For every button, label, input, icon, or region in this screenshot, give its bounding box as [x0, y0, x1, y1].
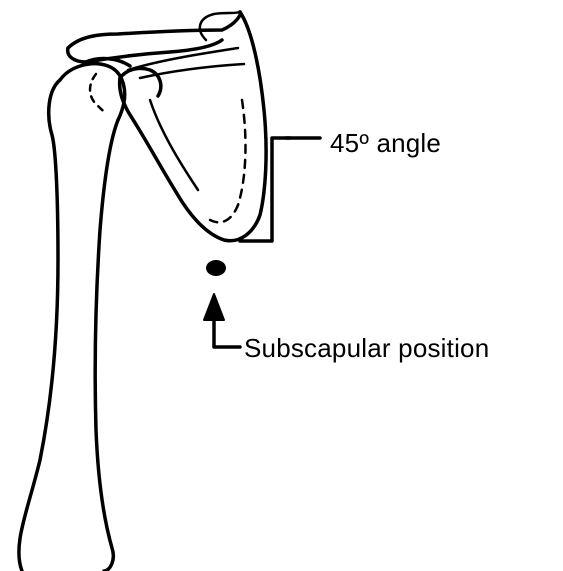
arrow-head-icon	[204, 294, 224, 320]
scapula-spine-lower	[140, 64, 244, 78]
scapula-inner-dash	[210, 100, 245, 222]
humerus-head	[60, 64, 125, 120]
humerus-outline-right	[95, 120, 118, 571]
scapula-inner-line	[150, 100, 198, 190]
scapula-coracoid	[200, 12, 240, 40]
subscapular-dot	[206, 260, 226, 276]
subscapular-position-label: Subscapular position	[244, 333, 489, 364]
angle-label: 45º angle	[330, 128, 441, 159]
humerus-outline	[19, 80, 60, 571]
scapula-outline	[120, 12, 266, 241]
humerus-head-dash	[90, 74, 106, 112]
